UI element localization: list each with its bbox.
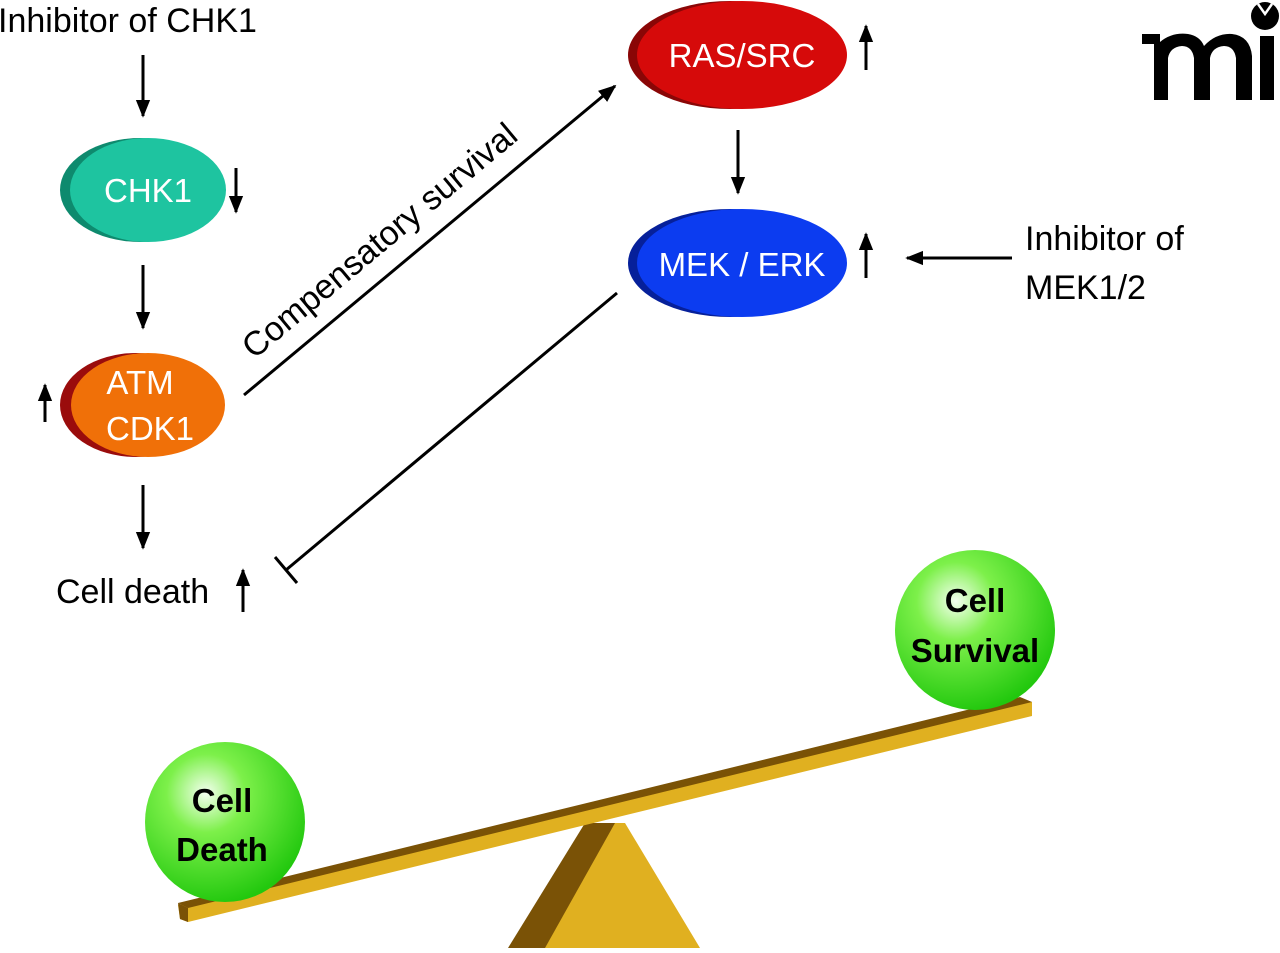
- fulcrum-shadow: [508, 823, 623, 948]
- journal-logo: [1142, 2, 1279, 100]
- ball-cell-survival-line2: Survival: [911, 632, 1039, 669]
- chk1-inhibitor-label: Inhibitor of CHK1: [0, 2, 257, 40]
- ball-cell-death-sphere: [145, 742, 305, 902]
- arrow-compensatory-survival: [243, 84, 617, 397]
- inhibition-mek-to-death: [273, 291, 618, 584]
- node-mek-erk: MEK / ERK: [628, 209, 847, 317]
- ball-cell-death: Cell Death: [145, 742, 305, 902]
- beam-top: [178, 697, 1032, 908]
- node-cdk1-label: CDK1: [106, 410, 194, 447]
- compensatory-survival-label: Compensatory survival: [235, 116, 525, 367]
- logo-i-stem: [1260, 36, 1274, 100]
- node-atm-label: ATM: [106, 364, 173, 401]
- node-atm-body: [71, 353, 225, 457]
- node-mek-label: MEK / ERK: [659, 246, 826, 283]
- ball-cell-death-line2: Death: [176, 831, 268, 868]
- ball-cell-death-line1: Cell: [192, 782, 253, 819]
- node-chk1-label: CHK1: [104, 172, 192, 209]
- ball-cell-survival-sphere: [895, 550, 1055, 710]
- node-chk1: CHK1: [60, 138, 226, 242]
- node-atm-cdk1: ATM CDK1: [60, 353, 225, 457]
- node-mek-body: [637, 209, 847, 317]
- cell-death-label: Cell death: [56, 573, 209, 611]
- logo-check-mark-icon: [1256, 3, 1274, 17]
- node-ras-label: RAS/SRC: [669, 37, 816, 74]
- logo-m-glyph: [1142, 33, 1252, 100]
- fulcrum-face: [545, 823, 700, 948]
- inhibition-bar: [273, 556, 299, 584]
- ball-cell-survival-line1: Cell: [945, 582, 1006, 619]
- mek-inhibitor-label-line2: MEK1/2: [1025, 269, 1146, 307]
- node-ras-src: RAS/SRC: [628, 1, 847, 109]
- beam-front: [178, 699, 1032, 922]
- balance-seesaw: Cell Death Cell Survival: [145, 550, 1055, 948]
- ball-cell-survival: Cell Survival: [895, 550, 1055, 710]
- inhibition-line: [285, 291, 618, 572]
- mek-inhibitor-label-line1: Inhibitor of: [1025, 220, 1184, 258]
- node-chk1-body: [70, 138, 226, 242]
- beam-end: [178, 903, 188, 922]
- node-ras-body: [637, 1, 847, 109]
